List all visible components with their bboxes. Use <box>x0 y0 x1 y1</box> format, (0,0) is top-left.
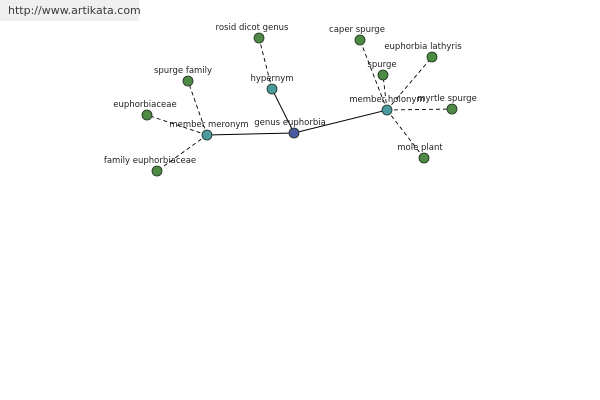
node-member-holonym[interactable] <box>381 104 393 116</box>
edge-member-holonym-to-euphorbia-lathyris <box>386 56 433 111</box>
node-label-mole-plant[interactable]: mole plant <box>397 143 443 153</box>
node-label-myrtle-spurge[interactable]: myrtle spurge <box>417 94 477 104</box>
edge-member-holonym-to-myrtle-spurge <box>386 108 453 111</box>
edge-member-meronym-to-euphorbiaceae <box>146 114 208 136</box>
node-label-euphorbia-lathyris[interactable]: euphorbia lathyris <box>384 42 462 52</box>
node-hypernym[interactable] <box>266 83 278 95</box>
node-genus-euphorbia[interactable] <box>288 127 300 139</box>
node-spurge-family[interactable] <box>182 75 194 87</box>
edge-member-meronym-to-spurge-family <box>187 80 208 136</box>
graph-labels: genus euphorbia hypernym member meronym mem… <box>104 23 477 166</box>
edge-genus-euphorbia-to-hypernym <box>271 88 295 134</box>
node-label-member-holonym[interactable]: member holonym <box>349 95 424 105</box>
node-myrtle-spurge[interactable] <box>446 103 458 115</box>
edge-genus-euphorbia-to-member-holonym <box>293 109 388 134</box>
url-banner[interactable]: http://www.artikata.com <box>0 0 141 21</box>
node-label-spurge[interactable]: spurge <box>367 60 396 70</box>
edge-member-holonym-to-mole-plant <box>386 109 425 159</box>
edge-member-meronym-to-family-euphorbiaceae <box>156 134 208 172</box>
node-rosid-dicot-genus[interactable] <box>253 32 265 44</box>
node-label-rosid-dicot-genus[interactable]: rosid dicot genus <box>216 23 289 33</box>
node-euphorbiaceae[interactable] <box>141 109 153 121</box>
node-label-member-meronym[interactable]: member meronym <box>169 120 248 130</box>
node-label-euphorbiaceae[interactable]: euphorbiaceae <box>113 100 176 110</box>
edge-genus-euphorbia-to-member-meronym <box>206 132 295 136</box>
node-spurge[interactable] <box>377 69 389 81</box>
node-label-family-euphorbiaceae[interactable]: family euphorbiaceae <box>104 156 196 166</box>
node-label-caper-spurge[interactable]: caper spurge <box>329 25 385 35</box>
edge-member-holonym-to-caper-spurge <box>359 39 388 111</box>
graph-edges <box>146 37 453 172</box>
node-mole-plant[interactable] <box>418 152 430 164</box>
edge-hypernym-to-rosid-dicot-genus <box>258 37 273 90</box>
edge-member-holonym-to-spurge <box>382 74 388 111</box>
node-caper-spurge[interactable] <box>354 34 366 46</box>
node-euphorbia-lathyris[interactable] <box>426 51 438 63</box>
node-member-meronym[interactable] <box>201 129 213 141</box>
node-label-genus-euphorbia[interactable]: genus euphorbia <box>254 118 326 128</box>
node-label-spurge-family[interactable]: spurge family <box>154 66 212 76</box>
node-label-hypernym[interactable]: hypernym <box>250 74 293 84</box>
graph-nodes <box>141 32 458 177</box>
node-family-euphorbiaceae[interactable] <box>151 165 163 177</box>
